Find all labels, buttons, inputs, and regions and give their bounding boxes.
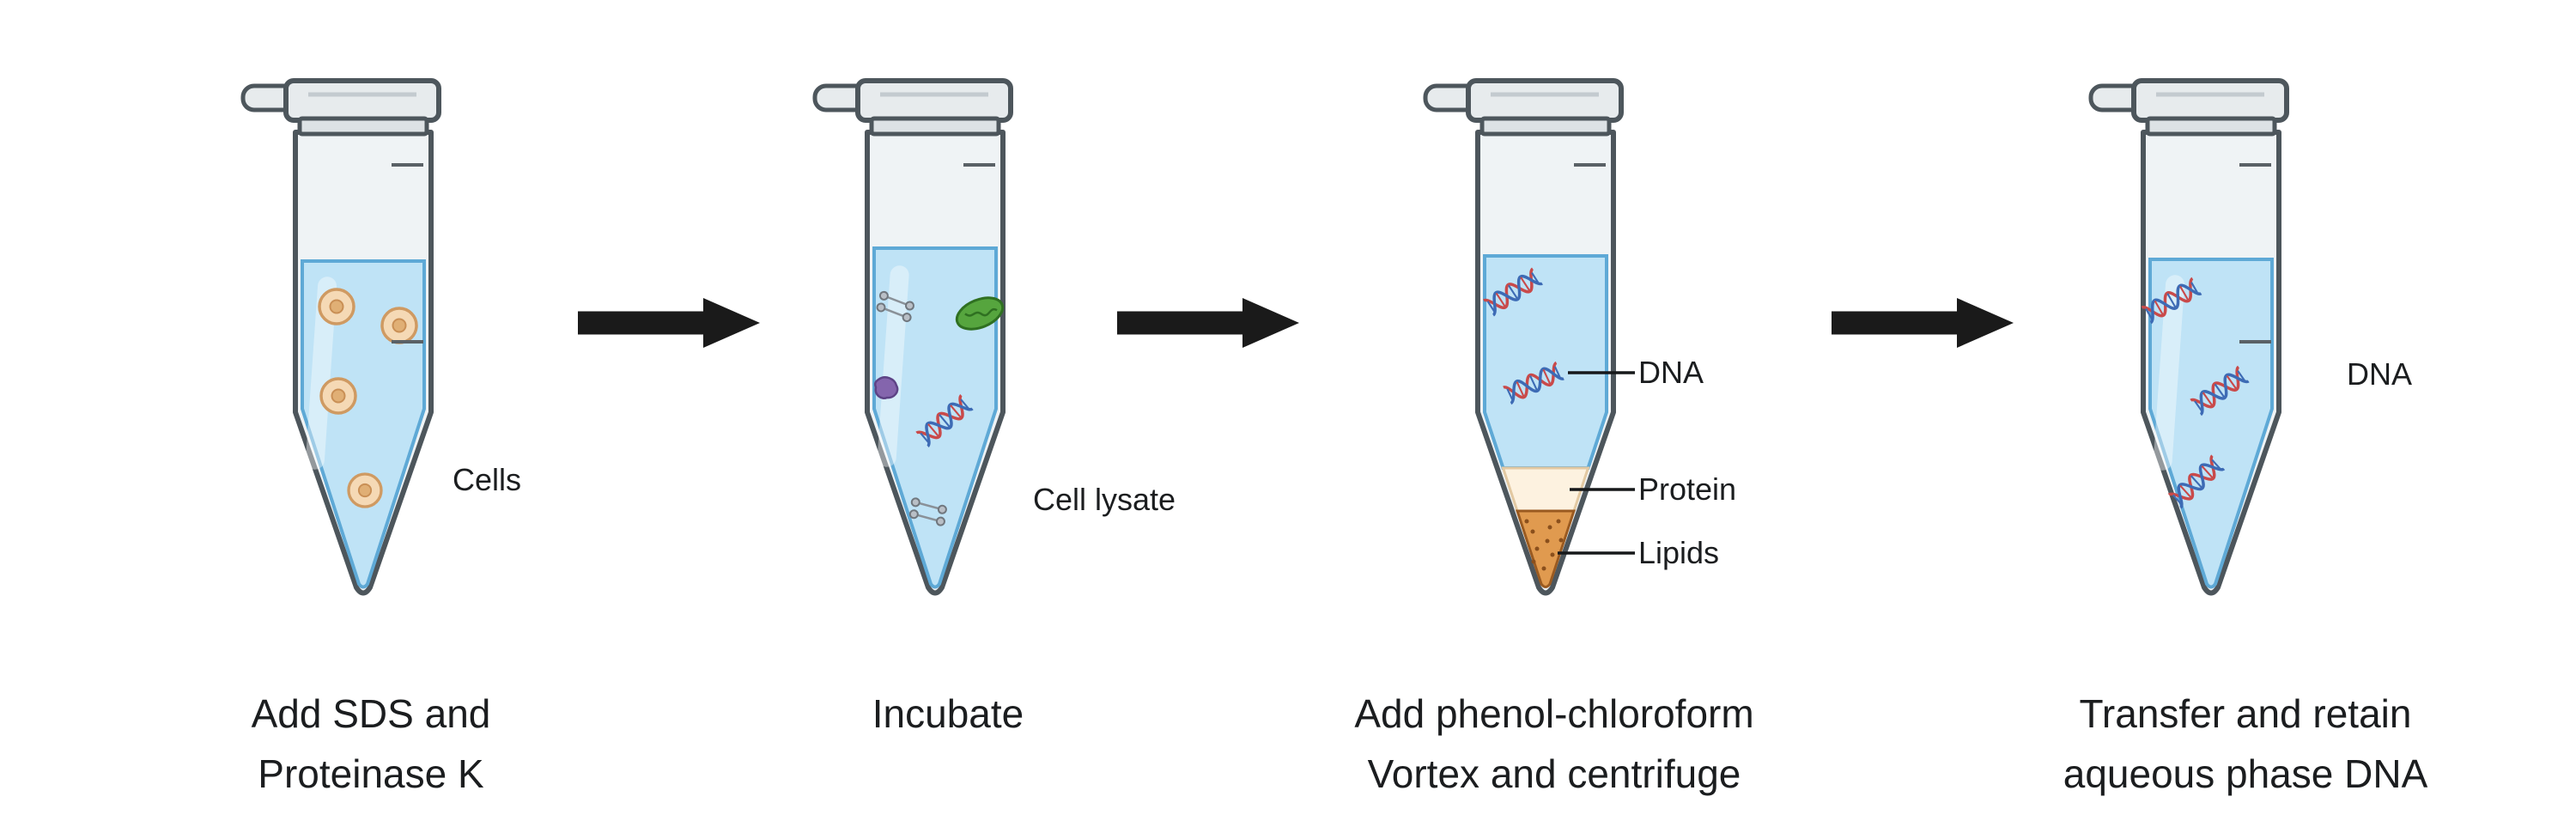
tube-cap <box>2091 81 2287 134</box>
cell-icon <box>380 307 418 344</box>
tube2-contents-label: Cell lysate <box>1033 482 1176 517</box>
tube-step2 <box>755 64 1115 613</box>
caption-line: Add phenol-chloroform <box>1354 691 1754 736</box>
dna-layer-label: DNA <box>1638 355 1704 390</box>
step3-caption: Add phenol-chloroform Vortex and centrif… <box>1245 684 1863 804</box>
tube-step1 <box>183 64 544 613</box>
tube-cap <box>815 81 1011 134</box>
lipids-layer-label: Lipids <box>1638 535 1720 570</box>
arrow-right-icon <box>578 298 760 348</box>
caption-line: Add SDS and <box>251 691 491 736</box>
lipid-speckles <box>1524 519 1564 571</box>
caption-line: aqueous phase DNA <box>2063 751 2428 796</box>
tube-step3 <box>1365 64 1635 613</box>
tube4-contents-label: DNA <box>2347 356 2413 392</box>
cell-icon <box>319 377 357 415</box>
protein-layer-label: Protein <box>1638 471 1737 507</box>
protein-blob-icon <box>873 376 899 400</box>
tube-cap <box>1425 81 1621 134</box>
step4-caption: Transfer and retain aqueous phase DNA <box>1936 684 2555 804</box>
caption-line: Transfer and retain <box>2079 691 2412 736</box>
tube-cap <box>243 81 439 134</box>
cell-icon <box>318 288 355 325</box>
liquid-highlight <box>305 277 337 470</box>
arrow-right-icon <box>1117 298 1299 348</box>
caption-line: Vortex and centrifuge <box>1367 751 1741 796</box>
caption-line: Proteinase K <box>258 751 484 796</box>
caption-line: Incubate <box>872 691 1024 736</box>
arrow-right-icon <box>1832 298 2014 348</box>
step1-caption: Add SDS and Proteinase K <box>62 684 680 804</box>
liquid-highlight <box>2153 275 2185 471</box>
step2-caption: Incubate <box>639 684 1257 744</box>
aqueous-dna-layer <box>1483 254 1608 470</box>
liquid-lysate <box>872 246 998 589</box>
tube-step4 <box>2031 64 2391 613</box>
tube1-contents-label: Cells <box>453 462 522 497</box>
cell-icon <box>347 472 383 508</box>
